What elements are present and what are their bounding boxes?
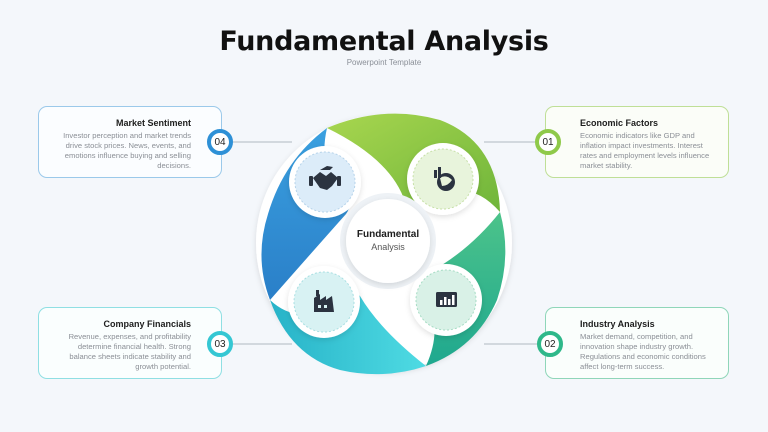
page-title: Fundamental Analysis [219, 26, 549, 57]
card-title: Market Sentiment [115, 118, 191, 128]
number-badge-02: 02 [537, 331, 563, 357]
center-label: Fundamental Analysis [346, 229, 430, 252]
page-subtitle: Powerpoint Template [346, 58, 422, 67]
card-title: Company Financials [103, 319, 191, 329]
number-badge-01: 01 [535, 129, 561, 155]
card-text: Economic indicators like GDP and inflati… [580, 131, 710, 170]
number-badge-04: 04 [207, 129, 233, 155]
handshake-icon [309, 166, 341, 190]
card-industry-analysis: Industry Analysis Market demand, competi… [545, 307, 729, 379]
card-title: Industry Analysis [580, 319, 655, 329]
card-economic-factors: Economic Factors Economic indicators lik… [545, 106, 729, 178]
center-title: Fundamental [356, 229, 420, 240]
card-title: Economic Factors [580, 118, 659, 128]
economy-globe-icon [434, 167, 455, 191]
card-text: Market demand, competition, and innovati… [580, 332, 706, 371]
card-text: Investor perception and market trends dr… [63, 131, 191, 170]
connector-lines [233, 141, 537, 345]
card-company-financials: Company Financials Revenue, expenses, an… [38, 307, 222, 379]
card-text: Revenue, expenses, and profitability det… [68, 332, 191, 371]
factory-icon [314, 290, 334, 312]
center-subtitle: Analysis [371, 242, 405, 252]
number-badge-03: 03 [207, 331, 233, 357]
segment-cyan [270, 291, 426, 375]
presentation-chart-icon [436, 292, 457, 307]
center-circle [340, 193, 436, 289]
card-market-sentiment: Market Sentiment Investor perception and… [38, 106, 222, 178]
